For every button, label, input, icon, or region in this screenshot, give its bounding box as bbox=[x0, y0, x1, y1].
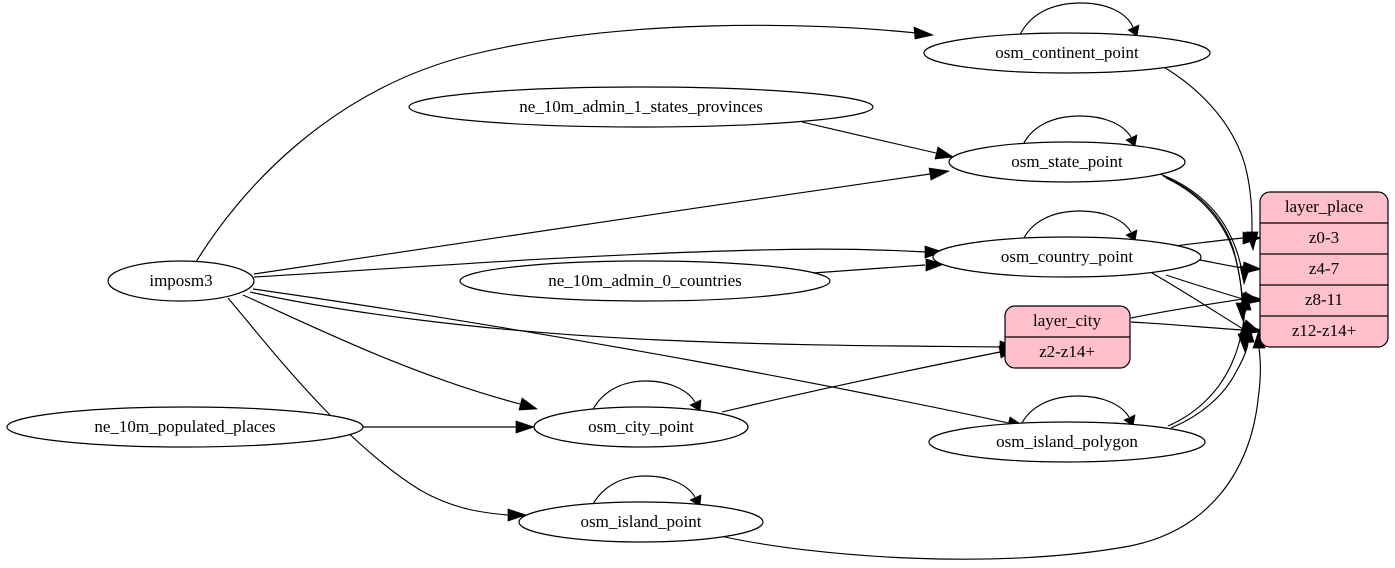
record-row-z8-11[interactable]: z8-11 bbox=[1305, 290, 1343, 309]
node-label: osm_state_point bbox=[1011, 152, 1123, 171]
node-label: ne_10m_admin_0_countries bbox=[548, 271, 742, 290]
edge-osm_island_polygon-to-layer_place-z8-11 bbox=[1167, 290, 1252, 427]
record-node-layer_city[interactable]: layer_city z2-z14+ bbox=[1004, 305, 1131, 369]
node-label: ne_10m_admin_1_states_provinces bbox=[519, 97, 763, 116]
node-label: osm_city_point bbox=[588, 417, 694, 436]
record-row-z4-7[interactable]: z4-7 bbox=[1309, 259, 1340, 278]
node-shape-ellipse bbox=[923, 32, 1211, 74]
record-node-layer_place[interactable]: layer_place z0-3 z4-7 z8-11 z12-z14+ bbox=[1259, 191, 1389, 348]
edge-osm_continent_point-self-loop bbox=[1018, 2, 1140, 38]
node-ne_10m_populated_places[interactable]: ne_10m_populated_places bbox=[6, 406, 364, 448]
record-row-z2-z14[interactable]: z2-z14+ bbox=[1039, 342, 1095, 361]
node-label: osm_country_point bbox=[1001, 247, 1133, 266]
edge-ne_10m_admin_0_countries-to-osm_country_point bbox=[812, 258, 946, 274]
node-label: osm_continent_point bbox=[995, 43, 1139, 62]
node-osm_state_point[interactable]: osm_state_point bbox=[948, 141, 1186, 183]
edge-osm_country_point-to-layer_place-z0-3 bbox=[1173, 231, 1263, 247]
node-shape-ellipse bbox=[107, 260, 255, 302]
edge-imposm3-to-osm_island_point bbox=[227, 297, 528, 522]
record-header-label: layer_city bbox=[1033, 311, 1101, 330]
node-shape-ellipse bbox=[533, 406, 749, 448]
edge-imposm3-to-osm_continent_point bbox=[195, 24, 935, 263]
node-shape-ellipse bbox=[459, 260, 831, 302]
node-shape-ellipse bbox=[408, 86, 874, 128]
node-osm_island_point[interactable]: osm_island_point bbox=[518, 501, 764, 543]
edge-imposm3-to-osm_city_point bbox=[242, 294, 538, 411]
node-label: osm_island_polygon bbox=[996, 432, 1138, 451]
node-label: ne_10m_populated_places bbox=[94, 417, 275, 436]
node-shape-ellipse bbox=[6, 406, 364, 448]
edge-osm_country_point-to-layer_place-z4-7 bbox=[1199, 259, 1263, 275]
node-osm_island_polygon[interactable]: osm_island_polygon bbox=[928, 421, 1206, 463]
record-header-label: layer_place bbox=[1285, 197, 1363, 216]
edge-osm_island_polygon-to-layer_place-z12-z14 bbox=[1170, 323, 1255, 429]
node-shape-ellipse bbox=[932, 236, 1202, 278]
record-row-z0-3[interactable]: z0-3 bbox=[1309, 228, 1339, 247]
node-label: osm_island_point bbox=[581, 512, 702, 531]
edge-osm_island_point-self-loop bbox=[590, 475, 702, 509]
edge-osm_state_point-self-loop bbox=[1021, 115, 1138, 148]
edge-imposm3-to-osm_state_point bbox=[253, 167, 951, 275]
edge-ne_10m_populated_places-to-osm_city_point bbox=[363, 420, 536, 434]
record-shape bbox=[1259, 191, 1389, 348]
node-ne_10m_admin_1_states_provinces[interactable]: ne_10m_admin_1_states_provinces bbox=[408, 86, 874, 128]
node-shape-ellipse bbox=[948, 141, 1186, 183]
node-label: imposm3 bbox=[149, 271, 212, 290]
edge-ne_10m_admin_1_states_provinces-to-osm_state_point bbox=[801, 121, 954, 160]
node-osm_city_point[interactable]: osm_city_point bbox=[533, 406, 749, 448]
edge-osm_island_polygon-self-loop bbox=[1019, 395, 1136, 428]
node-shape-ellipse bbox=[518, 501, 764, 543]
edge-osm_country_point-self-loop bbox=[1021, 210, 1138, 243]
node-osm_continent_point[interactable]: osm_continent_point bbox=[923, 32, 1211, 74]
node-osm_country_point[interactable]: osm_country_point bbox=[932, 236, 1202, 278]
record-row-z12-z14[interactable]: z12-z14+ bbox=[1292, 321, 1356, 340]
edge-osm_city_point-to-layer_city bbox=[721, 345, 1021, 413]
node-shape-ellipse bbox=[928, 421, 1206, 463]
node-ne_10m_admin_0_countries[interactable]: ne_10m_admin_0_countries bbox=[459, 260, 831, 302]
node-imposm3[interactable]: imposm3 bbox=[107, 260, 255, 302]
edge-osm_city_point-self-loop bbox=[590, 380, 702, 414]
